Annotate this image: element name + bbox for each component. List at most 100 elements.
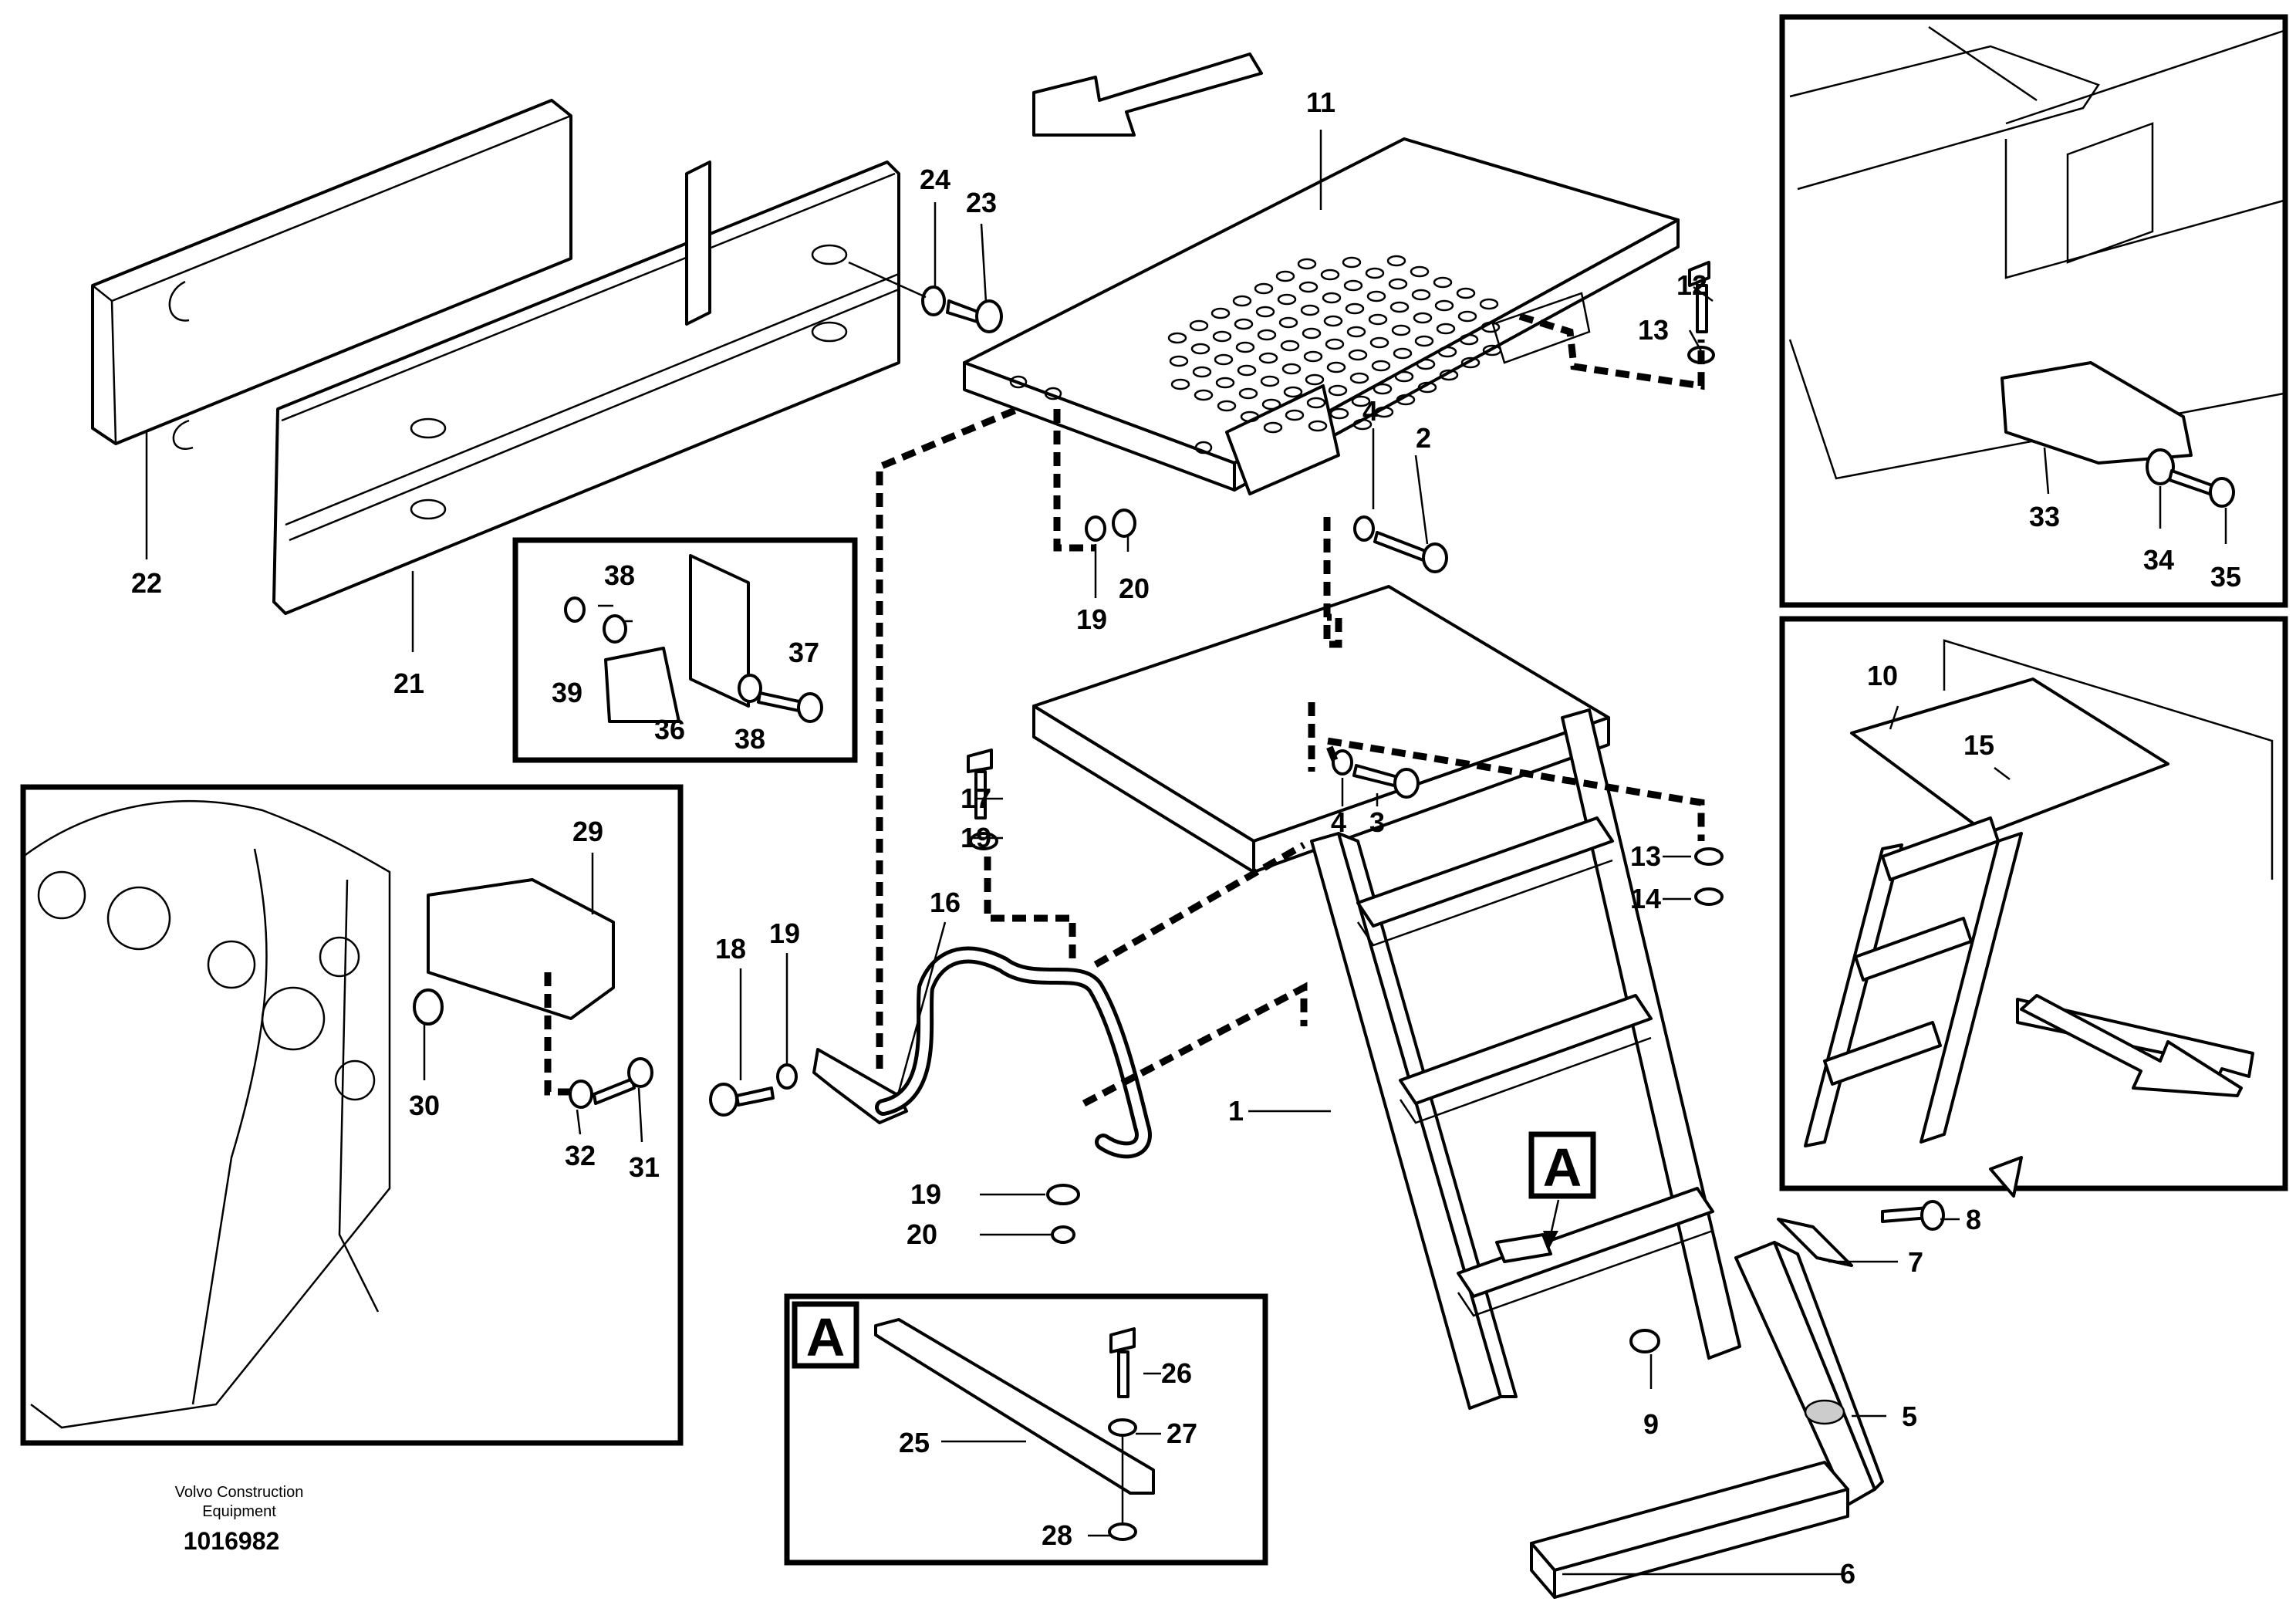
callout-26: 26 xyxy=(1161,1357,1192,1389)
callout-16: 16 xyxy=(930,887,961,918)
callout-9: 9 xyxy=(1643,1408,1659,1440)
platform-hole xyxy=(1365,267,1385,279)
platform-hole xyxy=(1410,265,1430,278)
callout-7: 7 xyxy=(1908,1246,1923,1278)
platform-hole xyxy=(1388,278,1408,290)
platform-hole xyxy=(1305,373,1325,386)
callout-8: 8 xyxy=(1966,1204,1981,1235)
platform-hole xyxy=(1481,321,1501,333)
callout-23: 23 xyxy=(966,187,997,218)
callout-4-top: 4 xyxy=(1362,395,1378,427)
platform-hole xyxy=(1297,258,1317,270)
platform-hole xyxy=(1298,281,1319,293)
platform-hole xyxy=(1436,323,1456,335)
platform-hole xyxy=(1433,276,1453,289)
callout-22: 22 xyxy=(131,567,162,599)
callout-24: 24 xyxy=(920,164,950,195)
platform-hole xyxy=(1456,287,1476,299)
platform-hole xyxy=(1275,270,1295,282)
platform-hole xyxy=(1210,307,1231,319)
part-11-step-platform xyxy=(963,137,1680,495)
platform-hole xyxy=(1479,298,1499,310)
inset-mount-33-35 xyxy=(1779,14,2288,608)
platform-hole xyxy=(1348,349,1368,361)
platform-hole xyxy=(1346,326,1366,338)
direction-arrow-right xyxy=(2020,994,2243,1097)
callout-1: 1 xyxy=(1228,1095,1244,1127)
platform-hole xyxy=(1386,255,1406,267)
callout-30: 30 xyxy=(409,1090,440,1121)
callout-13-lower: 13 xyxy=(1630,840,1661,872)
part-16-handrail xyxy=(812,946,1152,1159)
platform-hole xyxy=(1234,318,1254,330)
platform-hole xyxy=(1303,350,1323,363)
bolt-3-4 xyxy=(1332,749,1420,799)
callout-34: 34 xyxy=(2143,544,2174,576)
platform-hole xyxy=(1285,409,1305,421)
platform-hole xyxy=(1373,383,1393,395)
platform-hole xyxy=(1391,324,1411,336)
callout-15: 15 xyxy=(1963,729,1994,761)
platform-hole xyxy=(1345,302,1365,315)
part-22-cover-plate xyxy=(91,99,572,450)
callout-19-bolt: 19 xyxy=(961,822,991,853)
inset-ladder-10-15 xyxy=(1779,616,2288,1198)
platform-hole xyxy=(1393,347,1413,360)
inset-frame-29-32 xyxy=(20,784,684,1446)
part-1-ladder xyxy=(1032,585,1741,1410)
platform-hole xyxy=(1169,355,1189,367)
platform-hole xyxy=(1189,319,1209,332)
part-8-bolt xyxy=(1881,1200,1945,1231)
platform-hole xyxy=(1394,370,1414,383)
platform-hole xyxy=(1190,343,1210,355)
platform-hole xyxy=(1323,315,1343,327)
callout-19-left: 19 xyxy=(769,917,800,949)
platform-hole xyxy=(1329,407,1349,420)
platform-hole xyxy=(1369,336,1389,349)
platform-hole xyxy=(1263,421,1283,434)
platform-hole xyxy=(1414,335,1434,347)
platform-hole-pattern xyxy=(1167,255,1502,434)
platform-hole xyxy=(1194,389,1214,401)
platform-hole xyxy=(1351,395,1371,407)
part-6-step xyxy=(1530,1461,1849,1599)
part-5-step-bracket xyxy=(1734,1241,1884,1506)
direction-arrow-left xyxy=(1032,52,1263,137)
platform-hole xyxy=(1302,327,1322,340)
callout-3: 3 xyxy=(1369,806,1385,838)
caption-line-1: Volvo Construction xyxy=(175,1484,304,1501)
bolt-2-4 xyxy=(1353,515,1448,573)
platform-hole xyxy=(1322,292,1342,304)
washers-19-20-upper xyxy=(1085,509,1136,542)
callout-32: 32 xyxy=(565,1140,596,1171)
callout-13-top: 13 xyxy=(1638,314,1669,346)
platform-hole xyxy=(1482,344,1502,357)
platform-hole xyxy=(1300,304,1320,316)
platform-hole xyxy=(1306,397,1326,409)
platform-hole xyxy=(1281,363,1302,375)
callout-19-lower: 19 xyxy=(910,1178,941,1210)
platform-hole xyxy=(1352,418,1373,431)
callout-38-lower: 38 xyxy=(734,723,765,755)
platform-hole xyxy=(1277,293,1297,306)
platform-hole xyxy=(1366,290,1386,302)
platform-hole xyxy=(1374,406,1394,418)
washers-19-20-lower xyxy=(1046,1184,1080,1244)
platform-hole xyxy=(1389,301,1410,313)
callout-20-lower: 20 xyxy=(907,1218,937,1250)
platform-hole xyxy=(1217,400,1237,412)
platform-hole xyxy=(1167,332,1187,344)
platform-hole xyxy=(1254,282,1274,295)
caption-line-2: Equipment xyxy=(202,1503,276,1520)
platform-hole xyxy=(1343,279,1363,292)
callout-36: 36 xyxy=(654,714,685,745)
platform-hole xyxy=(1439,369,1459,381)
caption-number: 1016982 xyxy=(184,1527,280,1555)
detail-marker-a xyxy=(1495,1131,1596,1263)
platform-hole xyxy=(1212,330,1232,343)
callout-39: 39 xyxy=(552,677,582,708)
platform-hole xyxy=(1214,353,1234,366)
callout-35: 35 xyxy=(2210,561,2241,593)
platform-hole xyxy=(1192,366,1212,378)
platform-hole xyxy=(1396,394,1416,406)
